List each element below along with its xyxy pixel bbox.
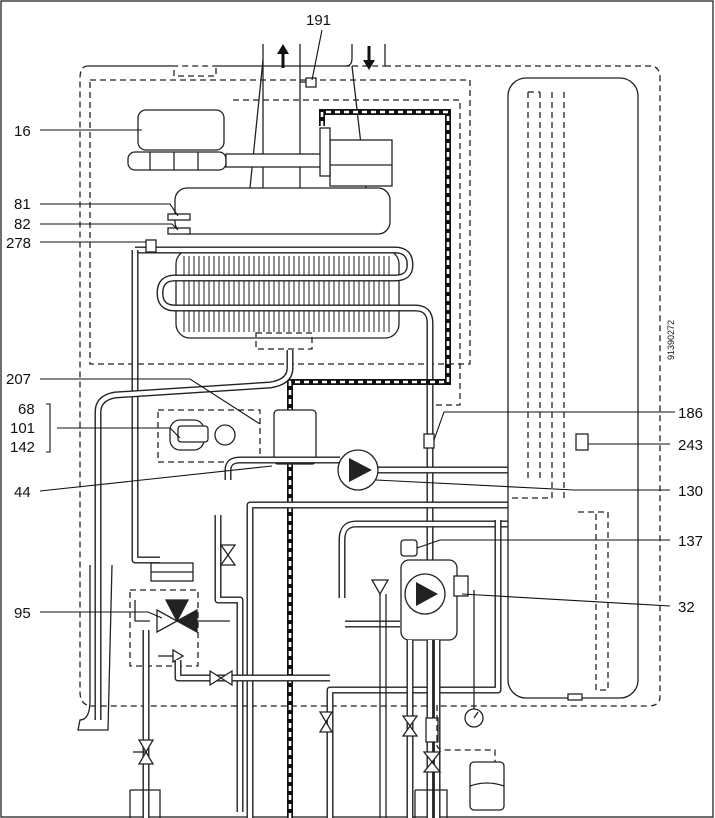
- label-32: 32: [678, 599, 695, 616]
- exhaust-up-arrow-icon: [277, 44, 289, 68]
- label-243: 243: [678, 437, 703, 454]
- label-278: 278: [6, 235, 31, 252]
- dhw-temp-sensor: [423, 433, 435, 449]
- appliance-casing: [79, 65, 661, 707]
- safety-valve: [370, 579, 390, 818]
- pressure-gauge: [464, 590, 484, 728]
- label-68: 68: [18, 401, 35, 418]
- label-81: 81: [14, 196, 31, 213]
- flow-pipe-left: [131, 250, 160, 564]
- outlet-fitting-right: [414, 789, 448, 818]
- drain-valve: [318, 711, 334, 733]
- label-142: 142: [10, 439, 35, 456]
- heat-exchanger: [174, 187, 400, 350]
- return-pipe-left: [94, 350, 294, 720]
- tank-sensor: [575, 433, 589, 451]
- condensate-trap: [77, 564, 113, 731]
- label-101: 101: [10, 420, 35, 437]
- label-44: 44: [14, 484, 31, 501]
- bypass-valve: [158, 648, 185, 664]
- diverter-valve: [129, 562, 230, 667]
- label-186: 186: [678, 405, 703, 422]
- flue-gas-sensor: [300, 77, 317, 88]
- document-code: 91390272: [666, 320, 676, 360]
- circulation-pump: [337, 449, 379, 491]
- inner-casing: [233, 99, 461, 406]
- air-down-arrow-icon: [363, 46, 375, 70]
- label-95: 95: [14, 605, 31, 622]
- domestic-valve: [401, 715, 442, 773]
- limit-sensor: [145, 239, 157, 253]
- storage-tank: [507, 77, 639, 701]
- inlet-fitting-left: [129, 789, 161, 818]
- combustion-chamber-casing: [89, 79, 471, 365]
- label-bracket: [46, 403, 51, 453]
- inlet-valve-left: [133, 739, 155, 765]
- label-191: 191: [306, 12, 331, 29]
- ignition-electrode-block: [319, 127, 393, 187]
- label-16: 16: [14, 123, 31, 140]
- label-130: 130: [678, 483, 703, 500]
- label-207: 207: [6, 371, 31, 388]
- ignition-electrode: [167, 213, 191, 235]
- expansion-vessel: [273, 409, 317, 465]
- label-137: 137: [678, 533, 703, 550]
- control-board: [157, 409, 261, 463]
- label-82: 82: [14, 216, 31, 233]
- filling-loop: [174, 660, 330, 682]
- dhw-pump: [400, 559, 469, 641]
- air-vent: [400, 539, 418, 557]
- leader-lines: [39, 29, 675, 619]
- isolation-valve: [219, 544, 237, 566]
- filling-loop-valve: [209, 669, 233, 687]
- dhw-expansion-vessel: [436, 705, 505, 811]
